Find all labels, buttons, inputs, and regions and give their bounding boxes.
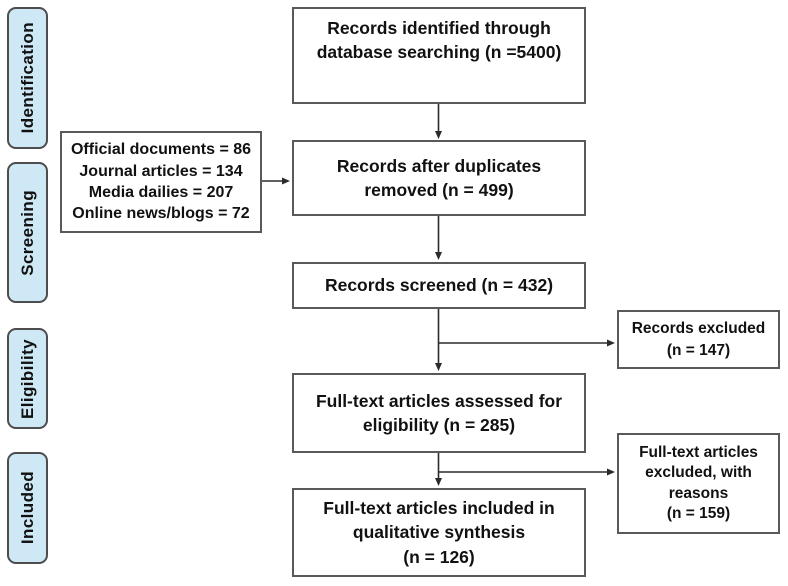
fulltext-assessed-text: Full-text articles assessed for eligibil… xyxy=(315,390,563,435)
records-excluded-box: Records excluded (n = 147) xyxy=(617,310,780,369)
stage-identification-label: Identification xyxy=(17,22,37,134)
source-media-dailies: Media dailies = 207 xyxy=(88,184,234,201)
duplicates-removed-box: Records after duplicates removed (n = 49… xyxy=(292,140,586,216)
record-sources-box: Official documents = 86 Journal articles… xyxy=(60,131,262,233)
duplicates-removed-text: Records after duplicates removed (n = 49… xyxy=(336,155,542,200)
source-official-documents: Official documents = 86 xyxy=(70,141,252,159)
stage-eligibility-label: Eligibility xyxy=(17,338,37,419)
source-online-news-blogs: Online news/blogs = 72 xyxy=(72,205,250,223)
fulltext-included-text: Full-text articles included in qualitati… xyxy=(323,498,555,567)
stage-screening: Screening xyxy=(7,162,48,303)
records-identified-text: Records identified through database sear… xyxy=(316,18,562,63)
stage-included-label: Included xyxy=(17,471,37,545)
records-excluded-text: Records excluded (n = 147) xyxy=(631,319,766,359)
stage-identification: Identification xyxy=(7,7,48,149)
records-screened-box: Records screened (n = 432) xyxy=(292,262,586,309)
records-screened-text: Records screened (n = 432) xyxy=(324,275,554,296)
stage-eligibility: Eligibility xyxy=(7,328,48,429)
stage-included: Included xyxy=(7,452,48,564)
fulltext-excluded-text: Full-text articles excluded, with reason… xyxy=(639,443,758,522)
stage-screening-label: Screening xyxy=(17,189,37,276)
fulltext-assessed-box: Full-text articles assessed for eligibil… xyxy=(292,373,586,453)
fulltext-included-box: Full-text articles included in qualitati… xyxy=(292,488,586,577)
records-identified-box: Records identified through database sear… xyxy=(292,7,586,104)
source-journal-articles: Journal articles = 134 xyxy=(79,162,243,180)
fulltext-excluded-box: Full-text articles excluded, with reason… xyxy=(617,433,780,534)
